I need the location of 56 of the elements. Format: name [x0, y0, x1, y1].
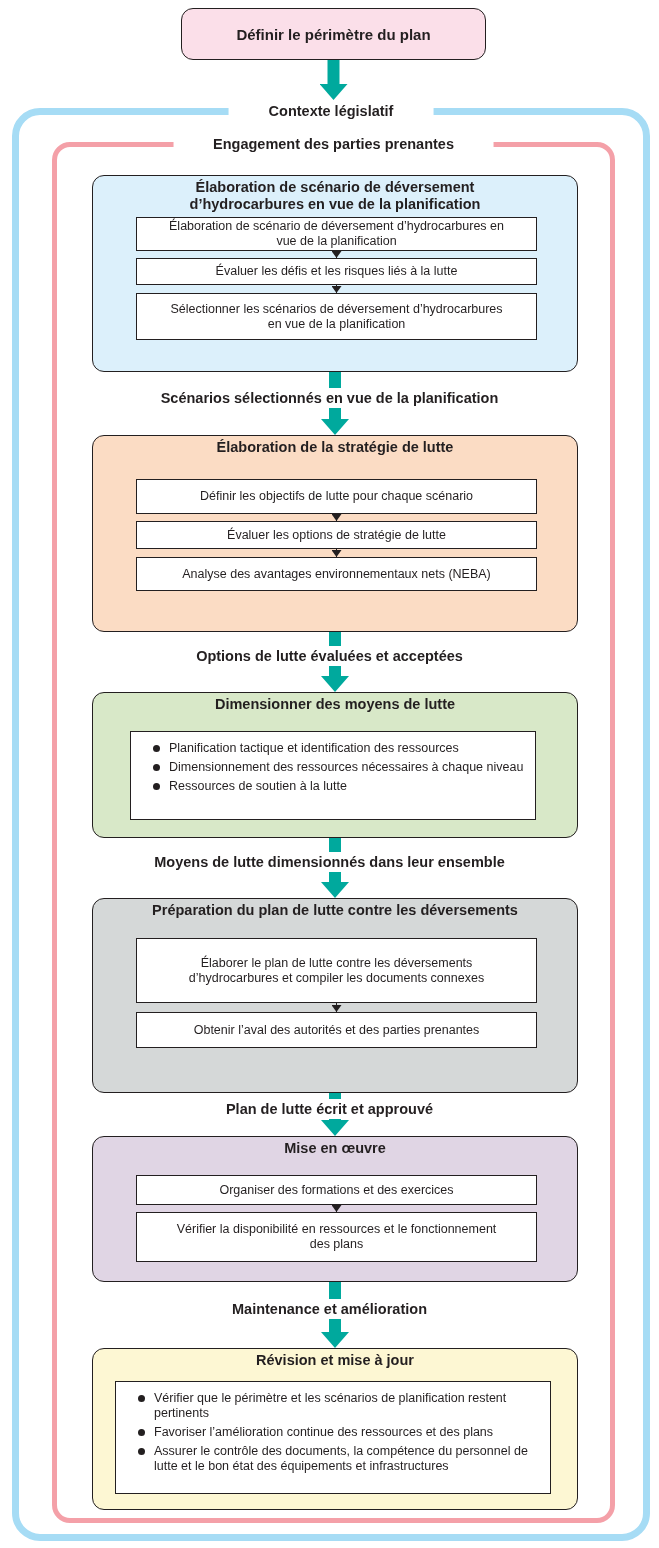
box-label: Définir le périmètre du plan — [236, 25, 431, 43]
step-arrow — [331, 513, 342, 522]
phase-box — [92, 1348, 578, 1510]
flow-arrow — [321, 372, 349, 435]
step-text: Évaluer les options de stratégie de lutte — [227, 527, 446, 543]
phase-heading: Préparation du plan de lutte contre les déversements — [151, 902, 519, 919]
step-box — [136, 258, 537, 285]
flow-arrow — [321, 1093, 349, 1136]
phase-heading: Mise en œuvre — [283, 1140, 387, 1157]
phase-box — [92, 692, 578, 838]
phase-heading: Dimensionner des moyens de lutte — [213, 696, 457, 713]
bullet-item: Planification tactique et identification des ressources — [153, 741, 527, 756]
phase-heading: Élaboration de la stratégie de lutte — [215, 439, 455, 456]
phase-heading: Élaboration de scénario de déversement d’hydrocarbures en vue de la planification — [188, 179, 482, 213]
step-arrow — [331, 250, 342, 259]
flow-arrow — [319, 60, 348, 100]
bullet-list-box — [115, 1381, 551, 1494]
step-text: Organiser des formations et des exercices — [219, 1182, 454, 1198]
step-text: Évaluer les défis et les risques liés à la lutte — [215, 264, 458, 279]
step-box — [136, 521, 537, 549]
phase-box — [92, 175, 578, 372]
bullet-item: Vérifier que le périmètre et les scénarios de planification restent pertinents — [138, 1391, 542, 1421]
step-arrow — [331, 284, 342, 294]
bullet-item: Ressources de soutien à la lutte — [153, 779, 527, 794]
bullet-item: Assurer le contrôle des documents, la compétence du personnel de lutte et le bon état des équipements et infrastructures — [138, 1444, 542, 1474]
step-arrow — [331, 548, 342, 558]
step-box — [136, 1212, 537, 1262]
step-box — [136, 1012, 537, 1048]
start-box — [181, 8, 486, 60]
bullet-item: Favoriser l’amélioration continue des ressources et des plans — [138, 1425, 542, 1440]
step-box — [136, 557, 537, 591]
frame-heading: Contexte législatif — [228, 102, 434, 120]
flow-arrow — [321, 632, 349, 692]
phase-box — [92, 1136, 578, 1282]
step-text: Analyse des avantages environnementaux nets (NEBA) — [182, 566, 491, 582]
step-text: Vérifier la disponibilité en ressources et le fonctionnement des plans — [175, 1222, 498, 1252]
flow-arrow — [321, 1282, 349, 1348]
step-text: Obtenir l’aval des autorités et des parties prenantes — [193, 1022, 480, 1038]
step-arrow — [331, 1204, 342, 1213]
phase-heading: Révision et mise à jour — [255, 1352, 415, 1369]
frame-heading: Engagement des parties prenantes — [173, 135, 494, 153]
step-box — [136, 217, 537, 251]
phase-box — [92, 898, 578, 1093]
step-text: Élaboration de scénario de déversement d’hydrocarbures en vue de la planification — [168, 219, 505, 249]
step-box — [136, 938, 537, 1003]
bullet-list-box — [130, 731, 536, 820]
step-text: Définir les objectifs de lutte pour chaque scénario — [199, 489, 474, 504]
flow-arrow — [321, 838, 349, 898]
step-text: Élaborer le plan de lutte contre les déversements d’hydrocarbures et compiler les documents connexes — [187, 955, 486, 986]
step-arrow — [331, 1002, 342, 1013]
step-box — [136, 479, 537, 514]
step-text: Sélectionner les scénarios de déversement d’hydrocarbures en vue de la planification — [169, 301, 504, 332]
phase-box — [92, 435, 578, 632]
step-box — [136, 293, 537, 340]
step-box — [136, 1175, 537, 1205]
bullet-item: Dimensionnement des ressources nécessaires à chaque niveau — [153, 760, 527, 775]
